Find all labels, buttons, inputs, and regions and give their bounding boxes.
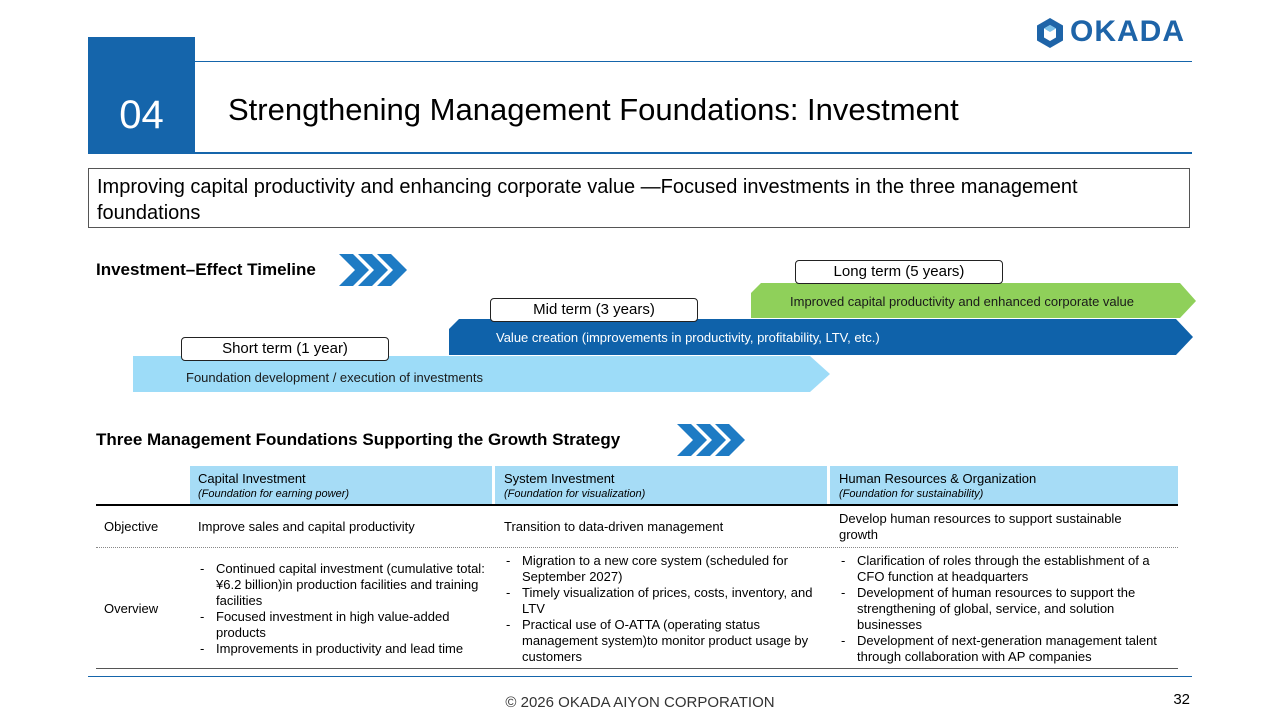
list-item: Migration to a new core system (schedule… [504, 553, 824, 585]
objective-system: Transition to data-driven management [504, 519, 724, 534]
row-label-objective: Objective [104, 519, 159, 534]
column-title-system: System Investment [504, 471, 615, 486]
list-item: Timely visualization of prices, costs, i… [504, 585, 824, 617]
list-item: Focused investment in high value-added p… [198, 609, 490, 641]
header-bottom-rule [88, 152, 1192, 154]
table-header-rule [96, 504, 1178, 506]
short-term-label: Short term (1 year) [181, 337, 389, 361]
list-item: Practical use of O-ATTA (operating statu… [504, 617, 824, 665]
long-term-label: Long term (5 years) [795, 260, 1003, 284]
overview-system-list: Migration to a new core system (schedule… [504, 553, 824, 665]
long-term-arrow [751, 283, 1196, 318]
table-row-divider [96, 547, 1178, 548]
foundations-heading: Three Management Foundations Supporting … [96, 430, 621, 449]
column-subtitle-capital: (Foundation for earning power) [198, 488, 350, 500]
page-title: Strengthening Management Foundations: In… [228, 92, 959, 127]
section-number-box [88, 37, 195, 153]
short-term-description: Foundation development / execution of in… [186, 370, 484, 385]
short-term-arrow [133, 356, 830, 392]
page-number: 32 [1173, 691, 1190, 708]
column-header-system [495, 466, 827, 504]
mid-term-arrow [449, 319, 1193, 355]
list-item: Improvements in productivity and lead ti… [198, 641, 490, 657]
chevrons-icon [339, 254, 407, 286]
column-subtitle-system: (Foundation for visualization) [504, 488, 646, 500]
objective-hr: Develop human resources to support susta… [839, 511, 1122, 542]
overview-capital-list: Continued capital investment (cumulative… [198, 561, 490, 657]
list-item: Clarification of roles through the estab… [839, 553, 1173, 585]
subtitle-text: Improving capital productivity and enhan… [97, 176, 1078, 224]
column-header-capital [190, 466, 492, 504]
mid-term-description: Value creation (improvements in producti… [496, 330, 880, 345]
table-bottom-rule [96, 668, 1178, 669]
row-label-overview: Overview [104, 601, 159, 616]
column-title-capital: Capital Investment [198, 471, 306, 486]
copyright: © 2026 OKADA AIYON CORPORATION [505, 694, 775, 711]
subtitle-box [88, 168, 1190, 228]
list-item: Development of next-generation managemen… [839, 633, 1173, 665]
column-subtitle-hr: (Foundation for sustainability) [839, 488, 984, 500]
timeline-heading: Investment–Effect Timeline [96, 260, 316, 279]
logo-text: OKADA [1070, 15, 1185, 48]
list-item: Development of human resources to suppor… [839, 585, 1173, 633]
mid-term-label: Mid term (3 years) [490, 298, 698, 322]
section-number: 04 [119, 93, 164, 137]
column-header-hr [830, 466, 1178, 504]
column-title-hr: Human Resources & Organization [839, 471, 1037, 486]
header-top-rule [195, 61, 1192, 62]
list-item: Continued capital investment (cumulative… [198, 561, 490, 609]
long-term-description: Improved capital productivity and enhanc… [790, 294, 1134, 309]
overview-hr-list: Clarification of roles through the estab… [839, 553, 1173, 665]
objective-capital: Improve sales and capital productivity [198, 519, 415, 534]
footer-rule [88, 676, 1192, 677]
chevrons-icon [677, 424, 745, 456]
okada-logo-icon [1037, 18, 1063, 48]
